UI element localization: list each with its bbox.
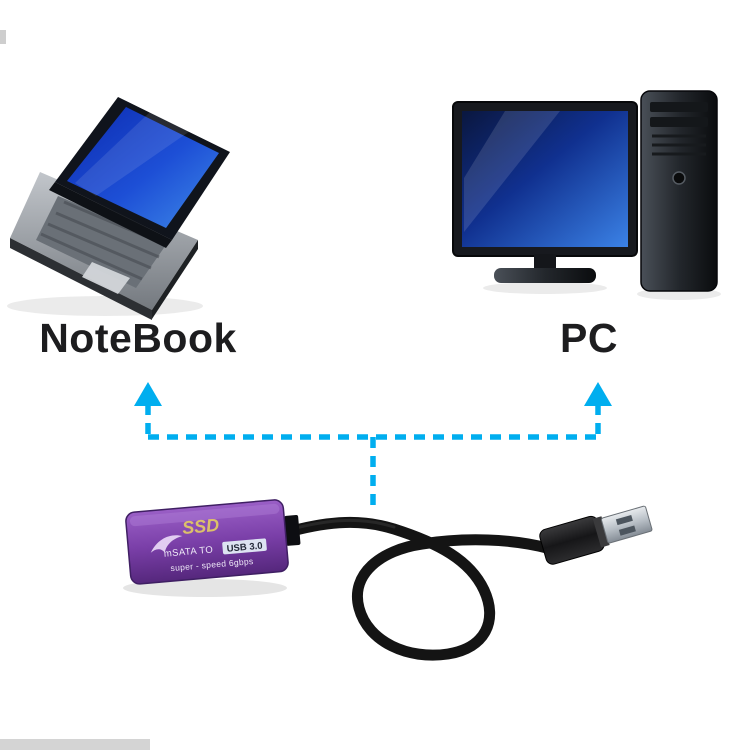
plug-metal-shell	[600, 505, 653, 544]
adapter-logo-swoosh-icon	[150, 535, 183, 553]
usb-cable	[286, 516, 553, 661]
adapter-case	[125, 499, 289, 585]
pc-label: PC	[560, 315, 618, 361]
laptop-trackpad	[82, 262, 130, 294]
arrow-up-left-icon	[134, 382, 162, 406]
usb-plug-icon	[539, 505, 653, 565]
laptop-shadow	[7, 296, 203, 316]
laptop-screen	[67, 107, 219, 228]
monitor-stand-base	[494, 268, 596, 283]
adapter-shadow	[123, 579, 287, 597]
adapter-brand-text: SSD	[181, 515, 220, 538]
adapter-body-group: SSD mSATA TO USB 3.0 super - speed 6gbps	[125, 499, 301, 585]
adapter-usb-highlight-box	[222, 538, 267, 555]
pc-monitor-icon	[452, 101, 638, 283]
monitor-stand-neck	[534, 254, 556, 270]
tower-vents	[652, 134, 706, 156]
desktop-pc-icon	[452, 90, 721, 300]
laptop-front-edge	[10, 238, 152, 320]
monitor-screen-sheen	[464, 111, 560, 232]
cable-wire	[286, 516, 553, 661]
laptop-icon	[7, 97, 230, 320]
adapter-top-bevel	[129, 503, 280, 527]
tower-case	[640, 90, 718, 292]
pc-tower-icon	[640, 90, 718, 292]
scan-artifact-bottom	[0, 739, 150, 750]
monitor-screen	[462, 111, 628, 247]
laptop-screen-sheen	[75, 112, 190, 196]
tower-drive-bays	[650, 102, 708, 127]
connection-arrows	[134, 382, 612, 512]
laptop-side-edge	[152, 240, 198, 319]
monitor-shadow	[483, 282, 607, 294]
scan-artifact-left	[0, 30, 6, 44]
dashed-connector-line	[145, 404, 601, 512]
adapter-interface-text: mSATA TO	[163, 544, 213, 559]
laptop-hinge	[49, 182, 172, 248]
plug-contact-slots	[615, 514, 636, 536]
notebook-label: NoteBook	[39, 315, 237, 361]
plug-collar	[592, 516, 610, 548]
adapter-usb-port	[284, 515, 301, 546]
tower-power-button-icon	[672, 171, 686, 185]
adapter-usb-text: USB 3.0	[226, 541, 263, 555]
cable-highlight	[290, 518, 396, 531]
msata-usb-adapter: SSD mSATA TO USB 3.0 super - speed 6gbps	[123, 499, 301, 597]
arrow-up-right-icon	[584, 382, 612, 406]
